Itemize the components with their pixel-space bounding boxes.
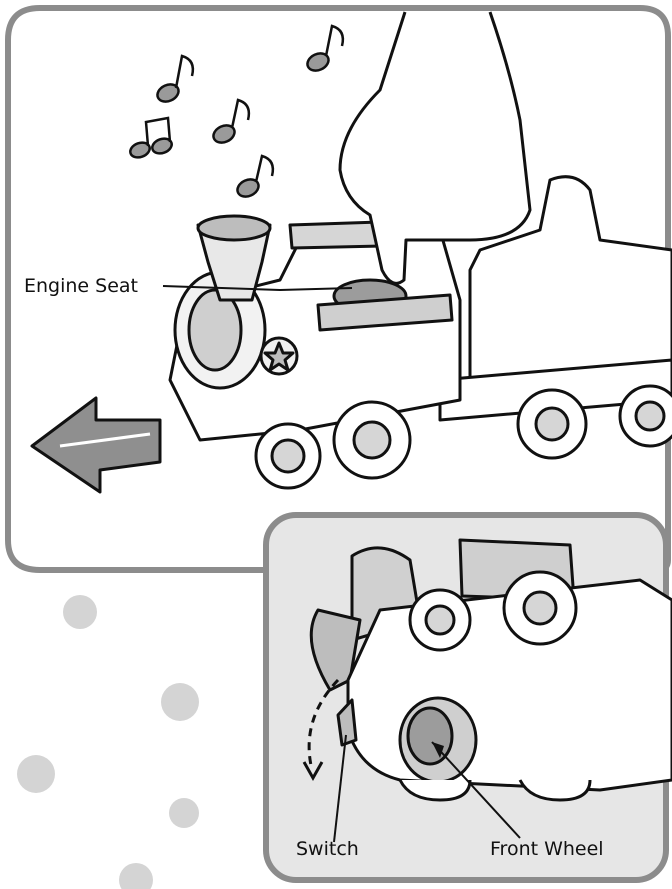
- front-wheel-label: Front Wheel: [490, 838, 604, 860]
- wheel: [518, 390, 586, 458]
- dot: [161, 683, 199, 721]
- wheel: [256, 424, 320, 488]
- dot: [119, 863, 153, 889]
- engine-seat-label: Engine Seat: [24, 275, 138, 297]
- switch-label: Switch: [296, 838, 359, 860]
- cab-roof: [290, 222, 382, 248]
- dot: [169, 798, 199, 828]
- dot: [63, 595, 97, 629]
- wheel: [620, 386, 672, 446]
- decorative-dots: [17, 595, 199, 889]
- dot: [17, 755, 55, 793]
- wheel: [334, 402, 410, 478]
